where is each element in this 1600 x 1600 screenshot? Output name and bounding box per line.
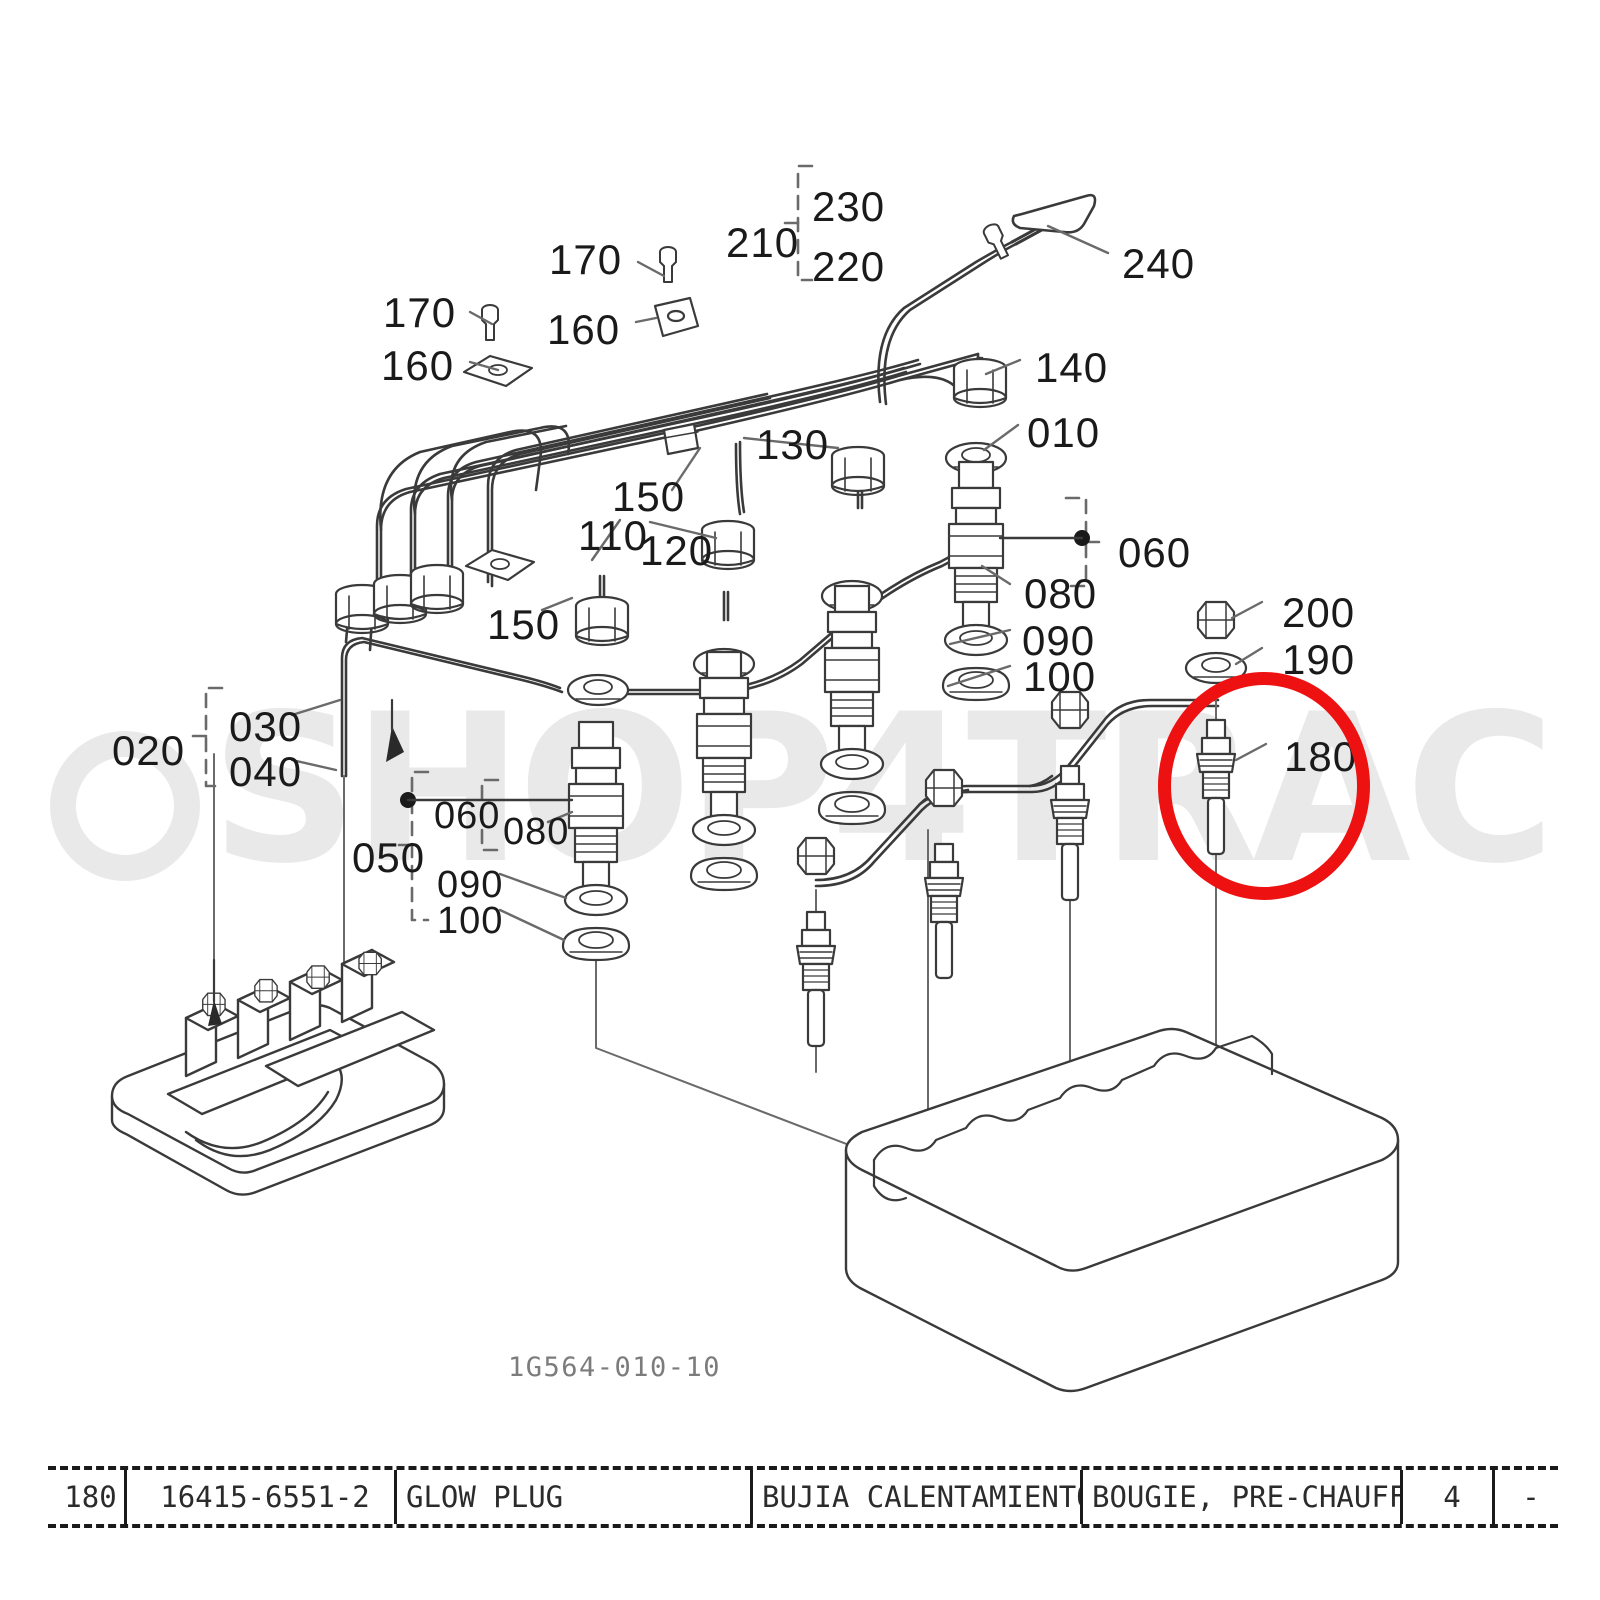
callout-080-b: 080 [503,811,570,853]
callout-240: 240 [1122,240,1196,287]
table-cell-qty: 4 [1400,1470,1492,1524]
callout-150-a: 150 [612,473,686,520]
table-cell-name-es: BUJIA CALENTAMIENTO [750,1470,1080,1524]
callout-090-a: 090 [1022,617,1096,664]
callout-160-a: 160 [547,306,621,353]
exploded-parts-drawing [110,164,1400,1393]
callout-020: 020 [112,727,186,774]
parts-table: 180 16415-6551-2 GLOW PLUG BUJIA CALENTA… [48,1466,1558,1528]
table-cell-name-fr: BOUGIE, PRE-CHAUFFAGE [1080,1470,1400,1524]
callout-230: 230 [812,183,886,230]
table-cell-name-en: GLOW PLUG [394,1470,750,1524]
table-cell-remarks: - [1492,1470,1558,1524]
callout-090-b: 090 [437,864,504,906]
table-cell-part-number[interactable]: 16415-6551-2 [124,1470,394,1524]
callout-100-a: 100 [1023,653,1097,700]
table-cell-ref: 180 [64,1480,117,1514]
callout-080-a: 080 [1024,570,1098,617]
callout-160-b: 160 [381,342,455,389]
callout-190: 190 [1282,636,1356,683]
drawing-number: 1G564-010-10 [508,1352,722,1383]
callout-110: 110 [578,512,648,559]
callout-170-a: 170 [549,236,623,283]
callout-140: 140 [1035,344,1109,391]
callout-120: 120 [640,527,714,574]
callout-210: 210 [726,219,800,266]
callout-170-b: 170 [383,289,457,336]
callout-100-b: 100 [437,900,504,942]
callout-060-b: 060 [434,795,501,837]
callout-010: 010 [1027,409,1101,456]
callout-060-a: 060 [1118,529,1192,576]
callout-220: 220 [812,243,886,290]
callout-150-b: 150 [487,601,561,648]
callout-180: 180 [1284,733,1358,780]
callout-030: 030 [229,703,303,750]
callout-200: 200 [1282,589,1356,636]
callout-050: 050 [352,834,426,881]
callout-130: 130 [756,421,830,468]
callout-040: 040 [229,748,303,795]
